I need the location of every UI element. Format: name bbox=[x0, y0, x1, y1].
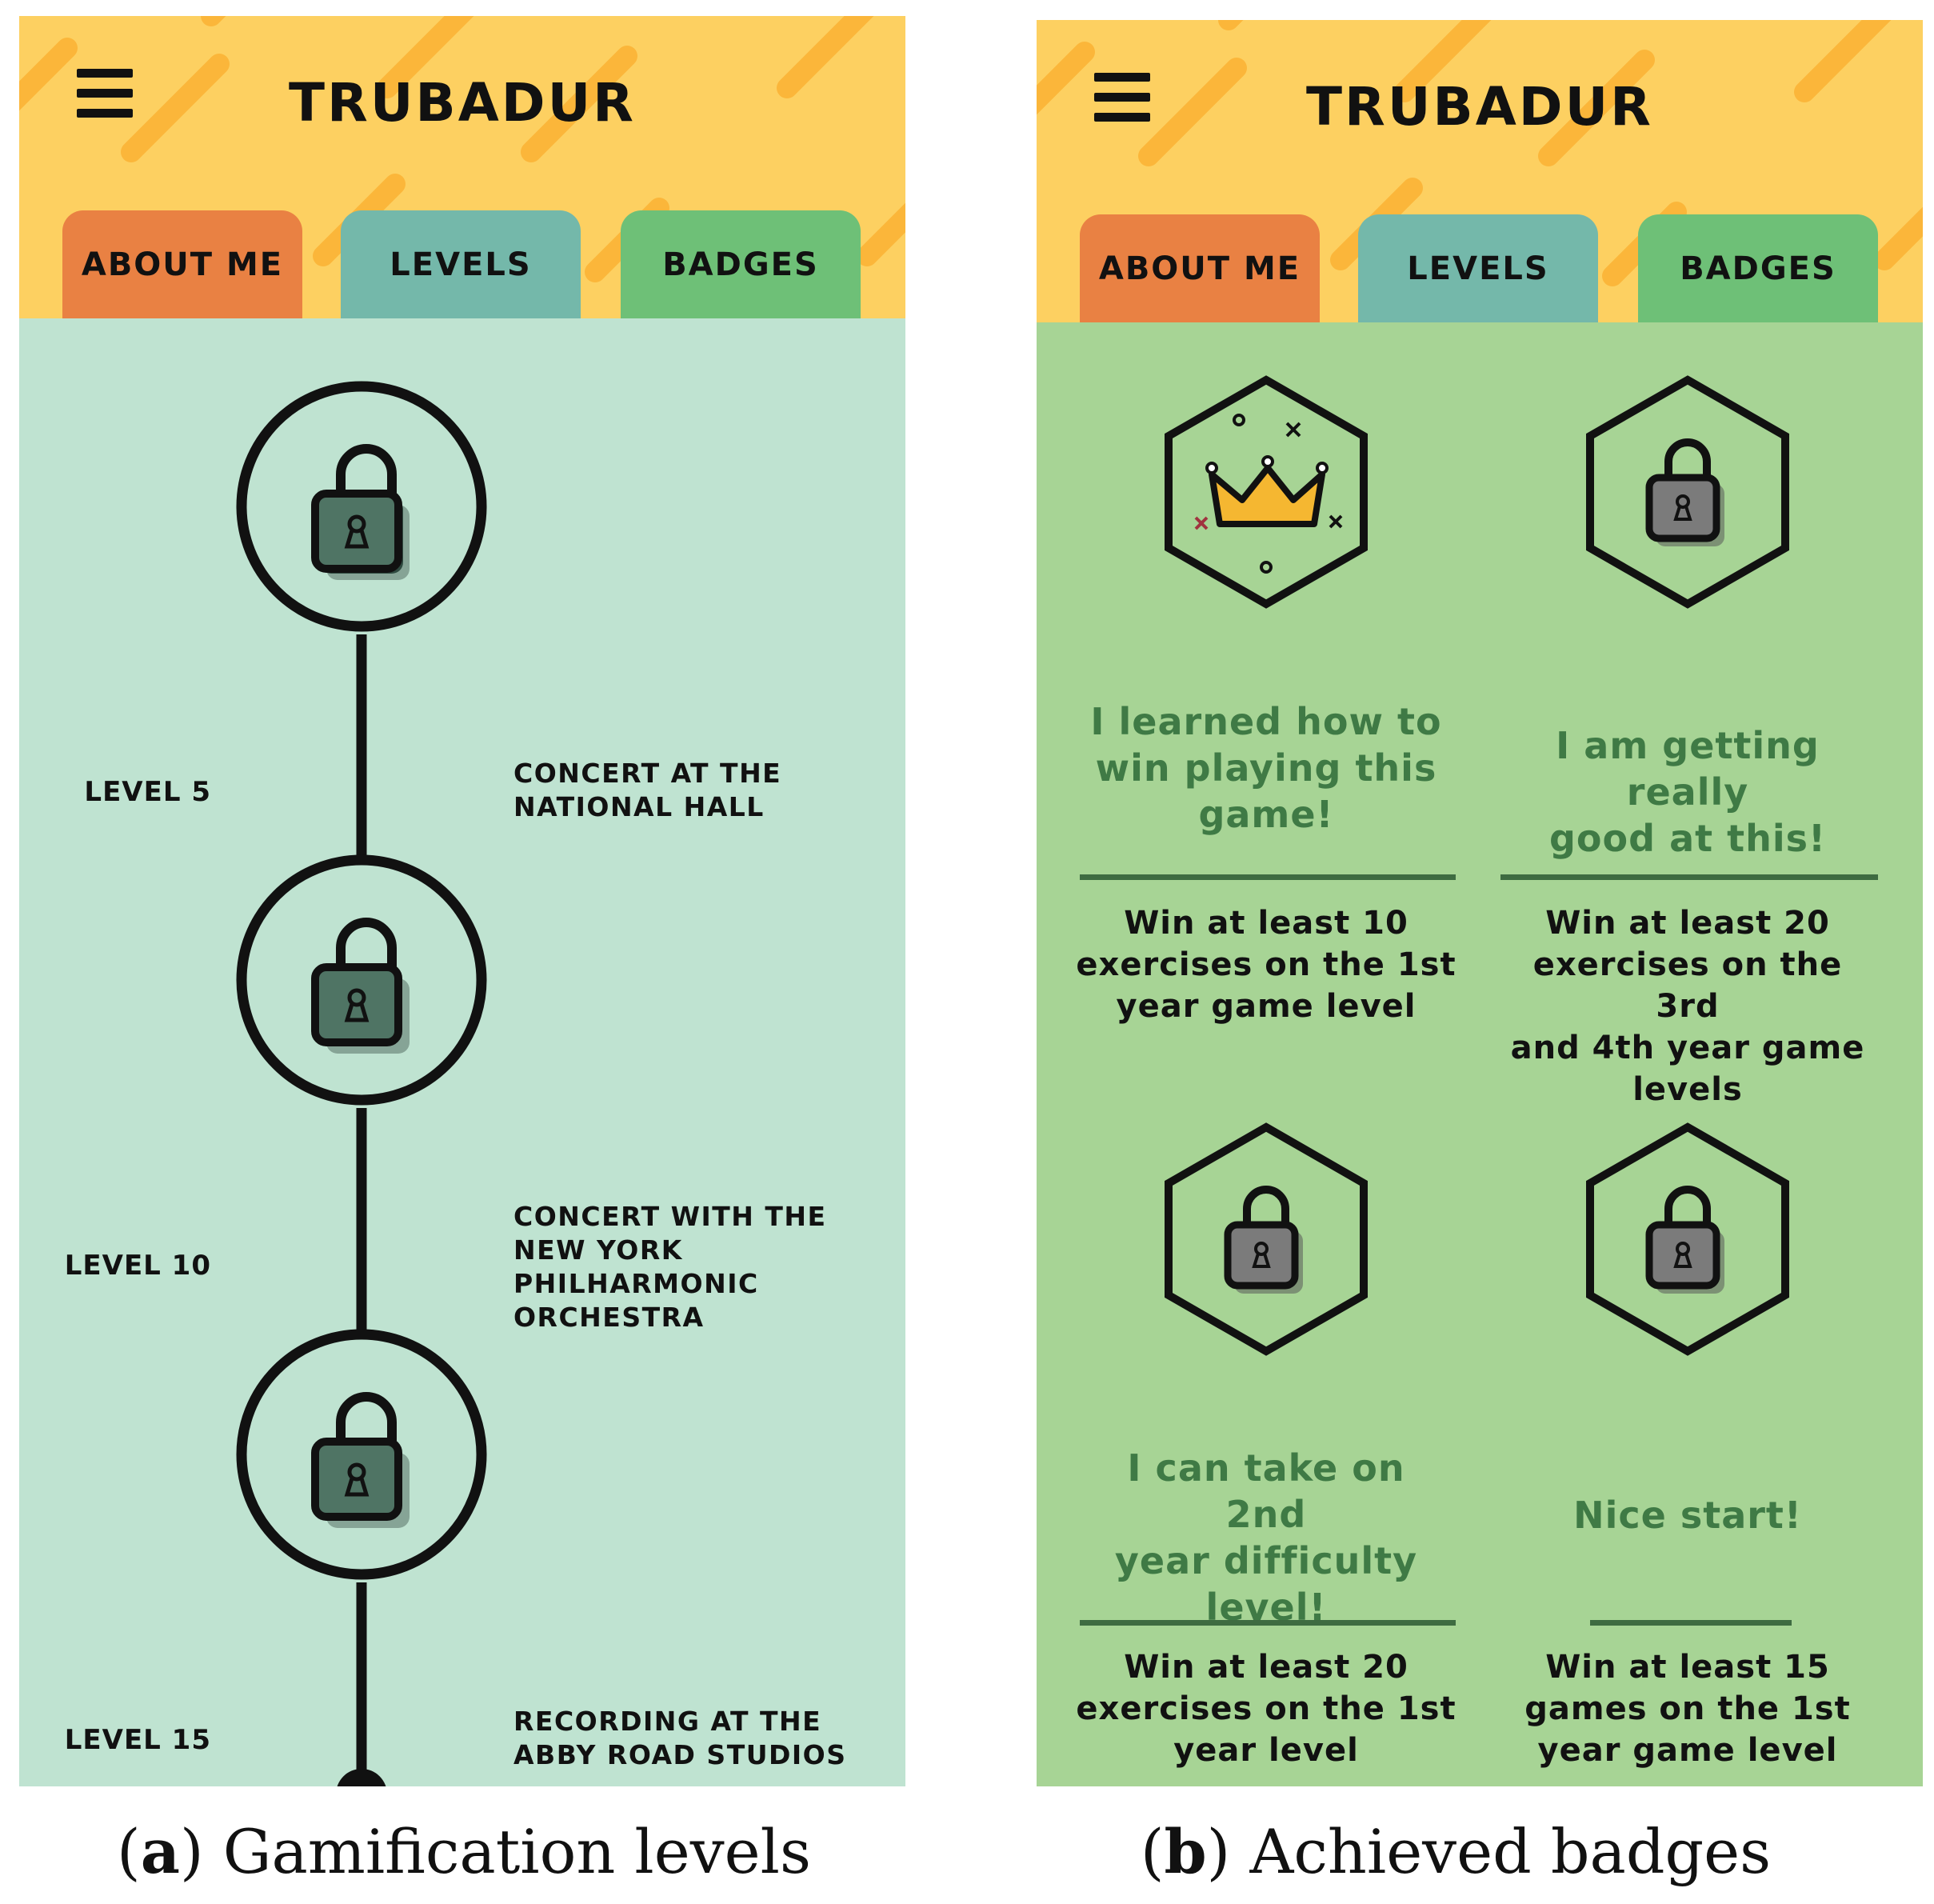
badge-2-title-line: good at this! bbox=[1549, 817, 1826, 860]
badge-lock-icon[interactable] bbox=[1162, 1119, 1370, 1359]
badge-1-condition-line: Win at least 10 bbox=[1124, 905, 1409, 942]
level-15-label: LEVEL 15 bbox=[64, 1724, 211, 1756]
level-10-label: LEVEL 10 bbox=[64, 1250, 211, 1282]
app-title: TRUBADUR bbox=[288, 72, 637, 134]
badge-1-title: I learned how to win playing this game! bbox=[1082, 698, 1450, 838]
caption-a-letter: a bbox=[140, 1816, 180, 1887]
badge-lock-icon[interactable] bbox=[1584, 1119, 1792, 1359]
badge-1-title-line: game! bbox=[1198, 793, 1334, 836]
level-5-label: LEVEL 5 bbox=[84, 776, 211, 808]
badge-3-title-line: year difficulty bbox=[1114, 1539, 1418, 1582]
badge-lock-icon[interactable] bbox=[1584, 372, 1792, 612]
caption-b-letter: b bbox=[1164, 1816, 1207, 1887]
badge-1-condition-line: exercises on the 1st bbox=[1076, 946, 1456, 983]
badge-2-divider bbox=[1500, 874, 1878, 880]
tab-about-me[interactable]: ABOUT ME bbox=[62, 210, 302, 318]
badge-1-condition-line: year game level bbox=[1116, 988, 1417, 1025]
badge-4-title: Nice start! bbox=[1504, 1492, 1872, 1538]
tab-levels[interactable]: LEVELS bbox=[1358, 214, 1598, 322]
level-path bbox=[337, 634, 386, 1786]
level-15-description: RECORDING AT THE ABBY ROAD STUDIOS bbox=[513, 1706, 847, 1770]
app-header: TRUBADUR ABOUT ME LEVELS BADGES bbox=[1037, 20, 1923, 322]
badge-2-title: I am getting really good at this! bbox=[1504, 722, 1872, 862]
levels-screen: TRUBADUR ABOUT ME LEVELS BADGES bbox=[19, 16, 905, 1786]
badge-2-condition: Win at least 20 exercises on the 3rd and… bbox=[1496, 902, 1880, 1110]
badge-3-divider bbox=[1080, 1620, 1456, 1626]
caption-a-text: Gamification levels bbox=[222, 1816, 811, 1887]
menu-icon[interactable] bbox=[77, 69, 133, 118]
app-title: TRUBADUR bbox=[1305, 76, 1654, 138]
badge-4-title-line: Nice start! bbox=[1573, 1494, 1802, 1537]
badge-2-condition-line: exercises on the 3rd bbox=[1532, 946, 1843, 1025]
caption-b: (b) Achieved badges bbox=[1140, 1816, 1772, 1887]
badge-1-title-line: I learned how to bbox=[1090, 700, 1442, 743]
level-15-lock-icon[interactable] bbox=[234, 1326, 489, 1582]
badge-1-divider bbox=[1080, 874, 1456, 880]
badge-3-title-line: I can take on 2nd bbox=[1127, 1446, 1405, 1536]
level-5-description: CONCERT AT THE NATIONAL HALL bbox=[513, 758, 782, 822]
badge-2-condition-line: levels bbox=[1632, 1071, 1743, 1108]
badge-crown-icon[interactable] bbox=[1162, 372, 1370, 612]
badge-1-title-line: win playing this bbox=[1095, 746, 1437, 790]
badge-4-condition-line: Win at least 15 bbox=[1545, 1649, 1830, 1686]
app-header: TRUBADUR ABOUT ME LEVELS BADGES bbox=[19, 16, 905, 318]
badge-2-condition-line: Win at least 20 bbox=[1545, 905, 1830, 942]
caption-b-text: Achieved badges bbox=[1249, 1816, 1772, 1887]
badge-3-condition-line: Win at least 20 bbox=[1124, 1649, 1409, 1686]
badge-4-condition-line: year game level bbox=[1537, 1732, 1838, 1769]
level-10-lock-icon[interactable] bbox=[234, 852, 489, 1108]
badges-grid: I learned how to win playing this game! … bbox=[1037, 322, 1923, 1786]
badge-4-condition-line: games on the 1st bbox=[1524, 1690, 1851, 1727]
badge-3-condition-line: year level bbox=[1173, 1732, 1359, 1769]
badge-2-condition-line: and 4th year game bbox=[1510, 1030, 1865, 1066]
badge-3-title: I can take on 2nd year difficulty level! bbox=[1082, 1445, 1450, 1630]
badge-3-condition-line: exercises on the 1st bbox=[1076, 1690, 1456, 1727]
menu-icon[interactable] bbox=[1094, 73, 1150, 122]
badge-2-title-line: I am getting really bbox=[1556, 724, 1820, 814]
badges-screen: TRUBADUR ABOUT ME LEVELS BADGES I learne… bbox=[1037, 20, 1923, 1786]
badge-3-condition: Win at least 20 exercises on the 1st yea… bbox=[1074, 1646, 1458, 1771]
level-5-lock-icon[interactable] bbox=[234, 378, 489, 634]
tab-badges[interactable]: BADGES bbox=[1638, 214, 1878, 322]
badge-4-divider bbox=[1590, 1620, 1792, 1626]
badge-4-condition: Win at least 15 games on the 1st year ga… bbox=[1496, 1646, 1880, 1771]
badge-1-condition: Win at least 10 exercises on the 1st yea… bbox=[1074, 902, 1458, 1027]
tab-badges[interactable]: BADGES bbox=[621, 210, 861, 318]
tab-about-me[interactable]: ABOUT ME bbox=[1080, 214, 1320, 322]
tab-levels[interactable]: LEVELS bbox=[341, 210, 581, 318]
levels-list: LEVEL 5 CONCERT AT THE NATIONAL HALL LEV… bbox=[19, 318, 905, 1786]
caption-a: (a) Gamification levels bbox=[117, 1816, 811, 1887]
level-10-description: CONCERT WITH THE NEW YORK PHILHARMONIC O… bbox=[513, 1201, 827, 1333]
